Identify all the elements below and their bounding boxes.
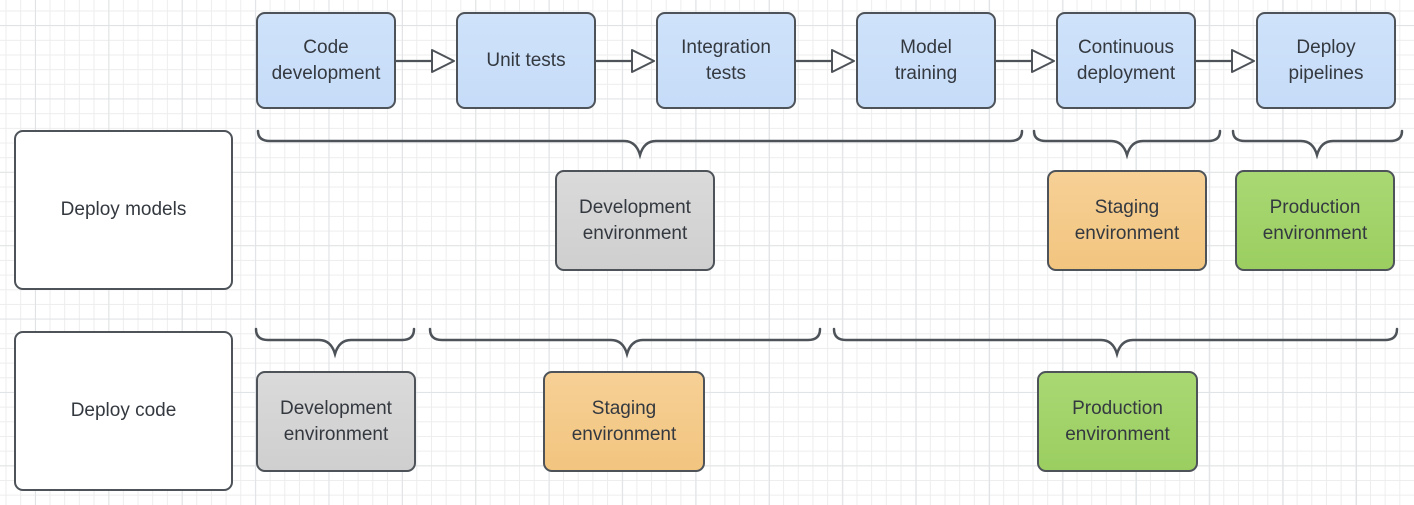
step-model-training[interactable]: Model training — [856, 12, 996, 109]
brace-models-staging[interactable] — [1032, 129, 1222, 160]
step-integration-tests[interactable]: Integration tests — [656, 12, 796, 109]
env-models-development[interactable]: Development environment — [555, 170, 715, 271]
step-code-development[interactable]: Code development — [256, 12, 396, 109]
connector-arrow-3[interactable] — [796, 49, 855, 73]
step-label: Unit tests — [486, 49, 566, 71]
step-unit-tests[interactable]: Unit tests — [456, 12, 596, 109]
step-label: Deploy pipelines — [1288, 36, 1364, 84]
connector-arrow-4[interactable] — [996, 49, 1055, 73]
step-label: Model training — [894, 36, 958, 84]
row-deploy-code[interactable]: Deploy code — [14, 331, 233, 491]
env-label: Development environment — [280, 397, 392, 445]
step-label: Code development — [271, 36, 381, 84]
brace-code-production[interactable] — [832, 327, 1399, 359]
env-label: Production environment — [1262, 196, 1368, 244]
step-continuous-deployment[interactable]: Continuous deployment — [1056, 12, 1196, 109]
env-code-staging[interactable]: Staging environment — [543, 371, 705, 472]
step-label: Integration tests — [681, 36, 771, 84]
connector-arrow-2[interactable] — [596, 49, 655, 73]
env-code-development[interactable]: Development environment — [256, 371, 416, 472]
env-label: Staging environment — [1074, 196, 1180, 244]
connector-arrow-1[interactable] — [396, 49, 455, 73]
env-label: Development environment — [579, 196, 691, 244]
step-label: Continuous deployment — [1076, 36, 1176, 84]
env-label: Production environment — [1065, 397, 1170, 445]
row-deploy-models[interactable]: Deploy models — [14, 130, 233, 290]
connector-arrow-5[interactable] — [1196, 49, 1255, 73]
row-label: Deploy models — [60, 199, 187, 220]
brace-models-development[interactable] — [256, 129, 1024, 160]
brace-models-production[interactable] — [1231, 129, 1404, 160]
env-models-production[interactable]: Production environment — [1235, 170, 1395, 271]
brace-code-staging[interactable] — [428, 327, 822, 359]
step-deploy-pipelines[interactable]: Deploy pipelines — [1256, 12, 1396, 109]
env-code-production[interactable]: Production environment — [1037, 371, 1198, 472]
row-label: Deploy code — [70, 400, 177, 421]
env-models-staging[interactable]: Staging environment — [1047, 170, 1207, 271]
env-label: Staging environment — [571, 397, 677, 445]
brace-code-development[interactable] — [254, 327, 416, 359]
